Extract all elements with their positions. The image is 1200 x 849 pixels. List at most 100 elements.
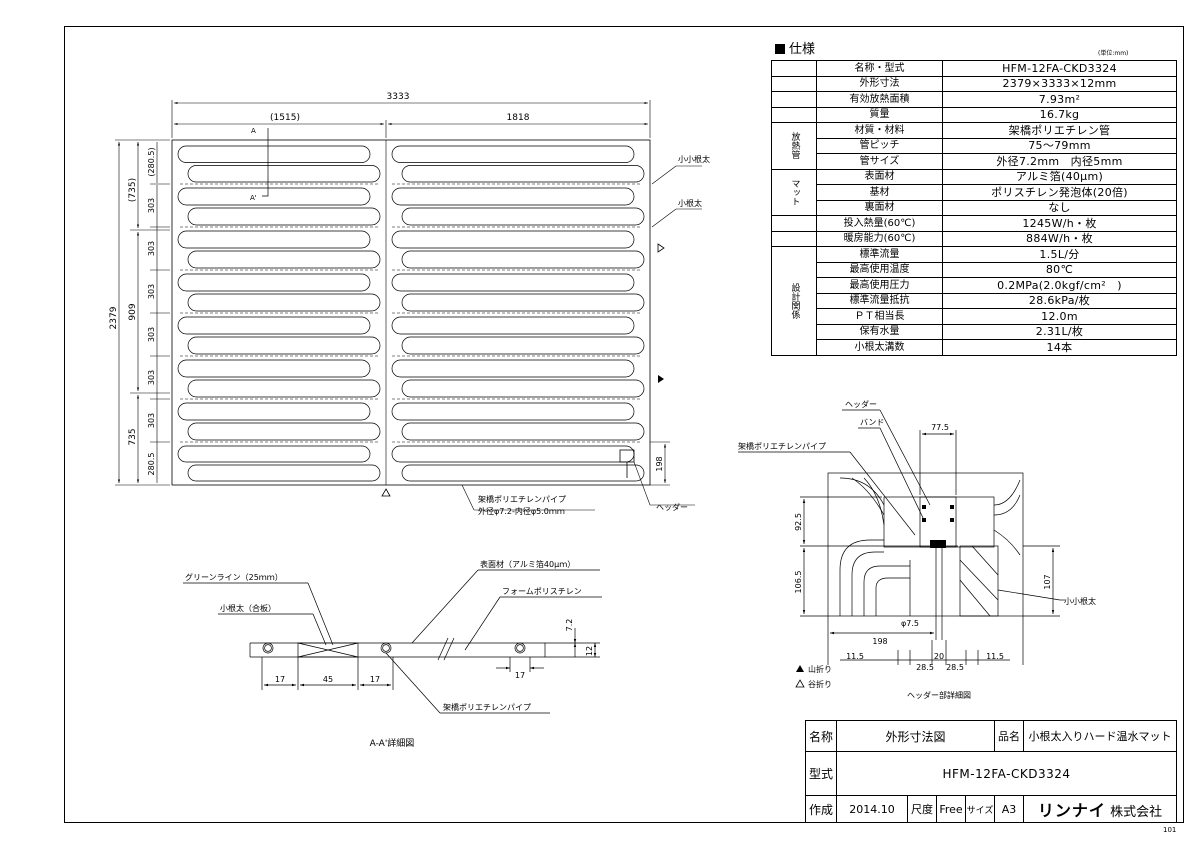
label-green-line: グリーンライン（25ｍｍ） [185,572,283,582]
dim-115b: 11.5 [986,652,1004,661]
pipe-loop [187,165,381,183]
title-block: 名称 外形寸法図 品名 小根太入りハード温水マット 型式 HFM-12FA-CK… [805,720,1177,823]
product-value: 小根太入りハード温水マット [1023,720,1177,752]
section-mark-bottom: A' [250,194,257,202]
dim-115a: 11.5 [846,652,864,661]
spec-row: 基材ポリスチレン発泡体(20倍) [772,184,1177,201]
mat-outline [171,139,651,486]
dim-925: 92.5 [794,513,803,531]
pipe-loop [391,445,635,463]
pipe-loop [187,379,381,398]
pipe-loop [391,230,635,249]
pipe-loop [177,316,371,335]
spec-value: 架橋ポリエチレン管 [942,122,1177,139]
scale-label: 尺度 [907,795,937,823]
label-detail-small-joist: 小小根太 [1064,596,1096,606]
pipe-loop [177,145,371,163]
scale-value: Free [936,795,966,823]
page-number: 101 [1163,826,1177,834]
dim-2805-top: (280.5) [147,147,156,176]
pipe-loop [401,464,645,482]
pipe-loop [401,293,645,312]
dim-303: 303 [147,241,156,256]
pipe-loop [391,402,635,421]
header-detail-title: ヘッダー部詳細図 [907,690,971,700]
dim-909: 909 [128,303,138,320]
pipe-loop [401,250,645,269]
pipe-loop [177,359,371,378]
made-value: 2014.10 [836,795,908,823]
label-joist-plywood: 小根太（合板） [220,603,276,613]
model-label: 型式 [805,751,837,796]
dim-72: 7.2 [565,619,574,632]
dim-17b: 17 [370,675,380,684]
pipe-loop [177,230,371,249]
label-section-pipe: 架橋ポリエチレンパイプ [443,702,531,712]
size-label: サイズ [965,795,995,823]
pipe-loop [187,464,381,482]
section-mark-top: A [251,127,256,135]
product-label: 品名 [994,720,1024,752]
plan-dims [115,100,702,511]
dim-775: 77.5 [931,423,949,432]
mountain-fold-legend-icon [796,665,804,672]
pipe-loop [391,273,635,292]
unit-note: (単位:mm) [1098,50,1129,57]
section-title: A-A'詳細図 [370,737,415,749]
dim-left-width: (1515) [270,113,300,123]
dim-285a: 28.5 [916,663,934,672]
pipe-serpentine [177,145,645,482]
dim-198-detail: 198 [872,637,887,646]
legend-mountain-fold: 山折り [808,664,832,674]
header-detail-view [738,409,1065,665]
legend-valley-fold: 谷折り [808,679,832,689]
name-label: 名称 [805,720,837,752]
dim-198-plan: 198 [655,456,664,471]
pipe-loop [187,336,381,355]
spec-value: アルミ箔(40μm) [942,168,1177,185]
label-detail-header: ヘッダー [845,399,877,409]
label-small-joist: 小小根太 [678,154,710,164]
pipe-loop [177,402,371,421]
dim-total-width: 3333 [387,92,410,102]
spec-value: 14本 [942,339,1177,356]
label-band: バンド [860,418,884,427]
dim-2805-bottom: 280.5 [147,453,156,476]
section-view [183,569,602,714]
label-surface-material: 表面材（アルミ箔40μｍ） [480,559,575,569]
model-value: HFM-12FA-CKD3324 [836,751,1177,796]
valley-fold-mark-bottom [381,488,391,497]
pipe-loop [391,187,635,206]
label-plan-pipe-size: 外径φ7.2-内径φ5.0ｍｍ [478,506,565,516]
pipe-loop [391,145,635,163]
square-bullet-icon [775,44,785,54]
pipe-loop [187,250,381,269]
pipe-loop [187,422,381,441]
pipe-loop [177,445,371,463]
spec-value: ポリスチレン発泡体(20倍) [942,184,1177,201]
company-suffix: 株式会社 [1110,805,1163,820]
company-logo: リンナイ [1037,801,1106,820]
pipe-loop [177,187,371,206]
pipe-loop [391,359,635,378]
dim-17a: 17 [275,675,285,684]
dim-735-top: (735) [128,178,138,202]
dim-20: 20 [934,652,944,661]
dim-303: 303 [147,284,156,299]
spec-title: 仕様 [775,38,815,57]
drawing-frame [64,26,1184,823]
valley-fold-legend-icon [795,679,805,688]
dim-303: 303 [147,327,156,342]
dim-1065: 106.5 [794,571,803,594]
pipe-loop [401,422,645,441]
label-plan-header: ヘッダー [656,502,688,512]
spec-row: マット表面材アルミ箔(40μm) [771,168,1177,216]
dim-17c: 17 [515,671,525,680]
label-detail-pipe: 架橋ポリエチレンパイプ [738,441,826,451]
label-foam: フォームポリスチレン [502,587,582,596]
